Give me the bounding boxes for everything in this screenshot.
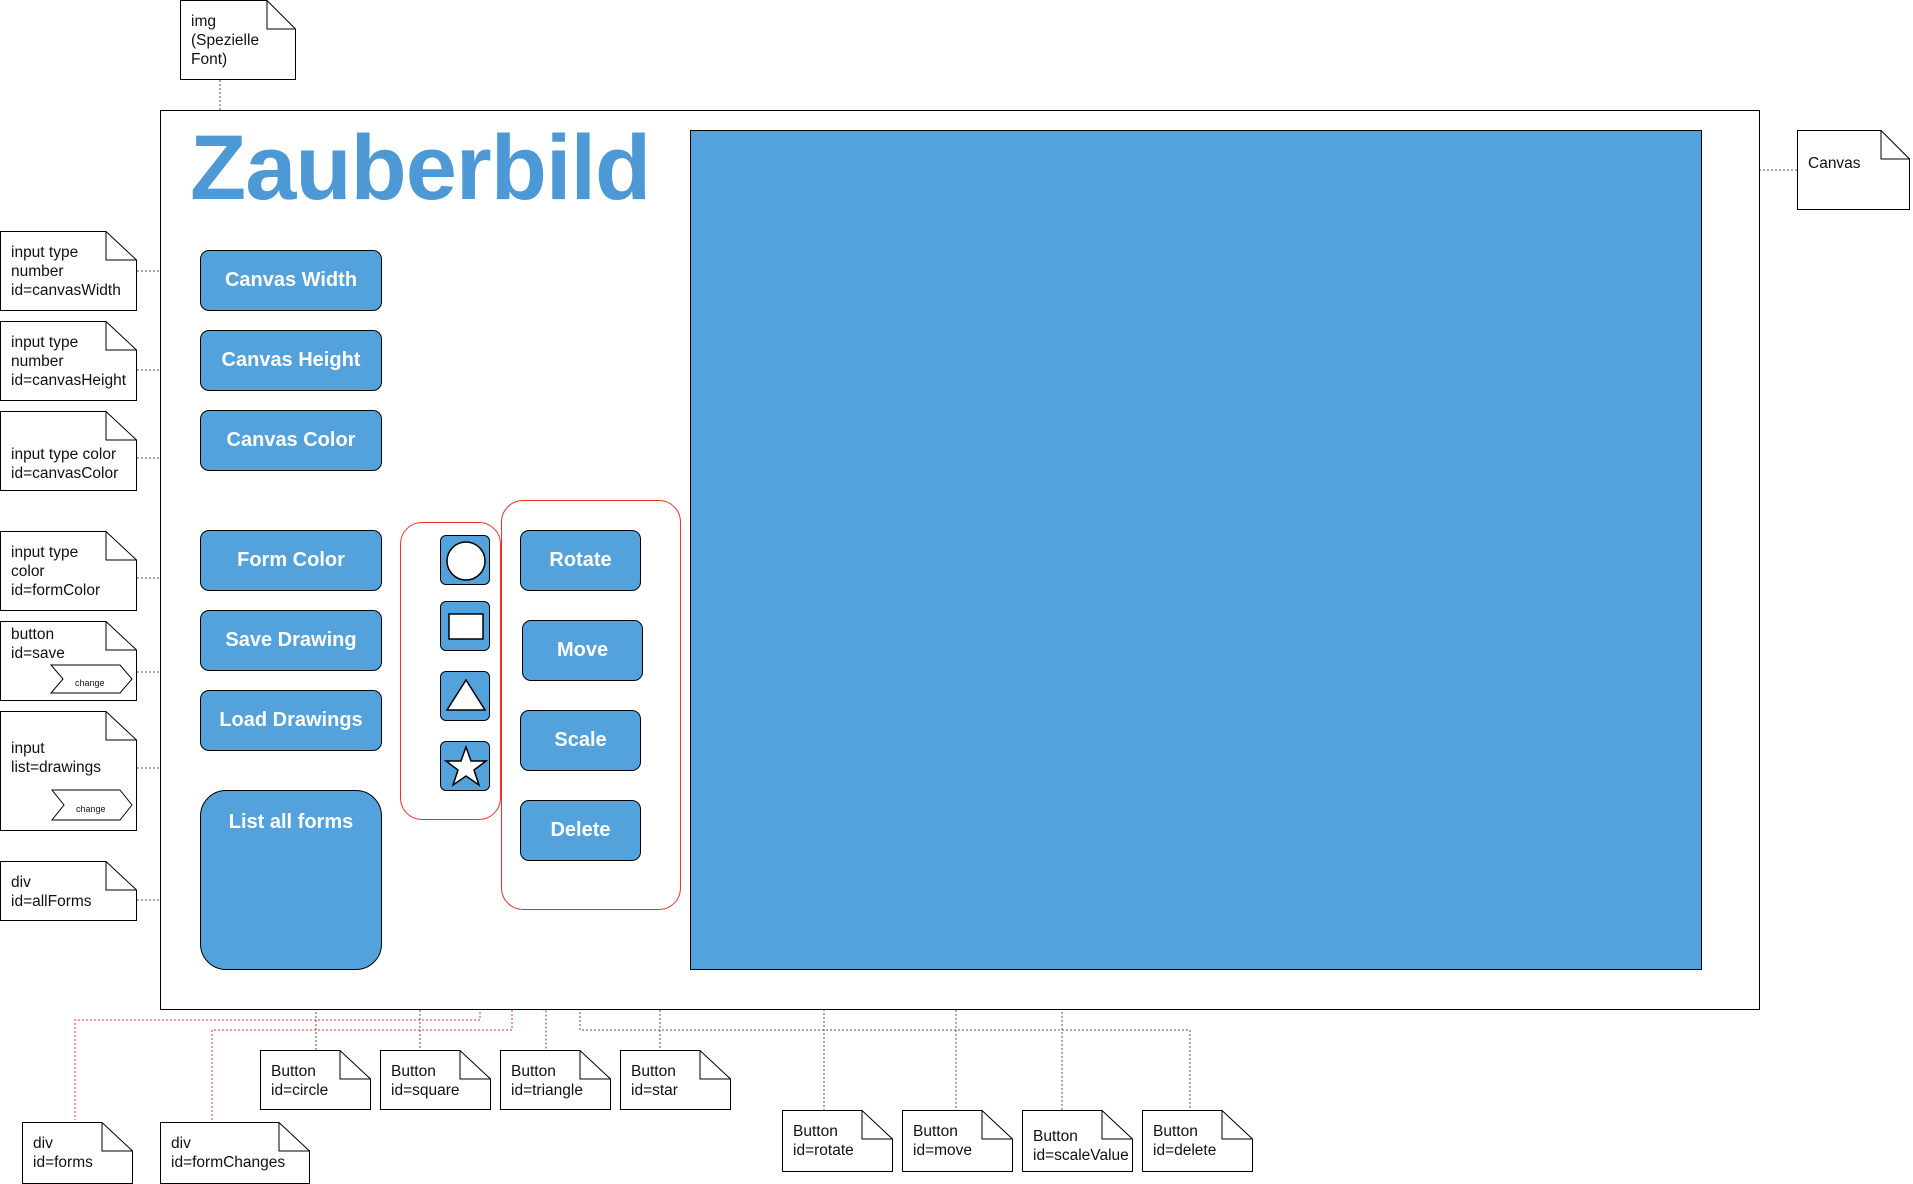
note-forms: div id=forms (22, 1122, 133, 1184)
note-drawings: input list=drawings change (0, 711, 137, 831)
note-all-forms: div id=allForms (0, 861, 137, 921)
note-canvas: Canvas (1797, 130, 1910, 210)
load-drawings-input[interactable]: Load Drawings (200, 690, 382, 751)
all-forms-list[interactable]: List all forms (200, 790, 382, 970)
move-button[interactable]: Move (522, 620, 643, 681)
star-button[interactable] (440, 741, 490, 791)
scale-button[interactable]: Scale (520, 710, 641, 771)
note-form-color: input type color id=formColor (0, 531, 137, 611)
note-canvas-width-text: input type number id=canvasWidth (11, 244, 121, 299)
star-icon (443, 744, 489, 787)
canvas-color-input[interactable]: Canvas Color (200, 410, 382, 471)
save-drawing-button[interactable]: Save Drawing (200, 610, 382, 671)
note-scale-value: Button id=scaleValue (1022, 1110, 1133, 1172)
triangle-button[interactable] (440, 671, 490, 721)
note-canvas-width: input type number id=canvasWidth (0, 231, 137, 311)
note-move: Button id=move (902, 1110, 1013, 1172)
note-form-changes-text: div id=formChanges (171, 1135, 286, 1171)
note-square-text: Button id=square (391, 1063, 460, 1099)
note-canvas-text: Canvas (1808, 155, 1861, 172)
note-circle: Button id=circle (260, 1050, 371, 1110)
square-button[interactable] (440, 601, 490, 651)
square-icon (448, 613, 484, 640)
note-rotate: Button id=rotate (782, 1110, 893, 1172)
canvas-width-input[interactable]: Canvas Width (200, 250, 382, 311)
note-move-text: Button id=move (913, 1123, 973, 1159)
note-canvas-height: input type number id=canvasHeight (0, 321, 137, 401)
note-img-text: img (Spezielle Font) (191, 13, 260, 68)
note-form-changes: div id=formChanges (160, 1122, 310, 1184)
note-triangle-text: Button id=triangle (511, 1063, 583, 1099)
circle-button[interactable] (440, 535, 490, 585)
canvas-height-input[interactable]: Canvas Height (200, 330, 382, 391)
form-color-input[interactable]: Form Color (200, 530, 382, 591)
note-star-text: Button id=star (631, 1063, 678, 1099)
note-triangle: Button id=triangle (500, 1050, 611, 1110)
note-delete-text: Button id=delete (1153, 1123, 1217, 1159)
note-drawings-text: input list=drawings (11, 740, 102, 776)
note-delete: Button id=delete (1142, 1110, 1253, 1172)
app-title: Zauberbild (190, 117, 651, 219)
form-changes-group (501, 500, 681, 910)
note-star: Button id=star (620, 1050, 731, 1110)
note-all-forms-text: div id=allForms (11, 874, 92, 910)
note-save-text: button id=save (11, 626, 65, 662)
save-event-tag: change (75, 678, 105, 688)
note-square: Button id=square (380, 1050, 491, 1110)
drawings-event-tag: change (76, 804, 106, 814)
triangle-icon (445, 678, 487, 711)
note-canvas-height-text: input type number id=canvasHeight (11, 334, 127, 389)
note-canvas-color: input type color id=canvasColor (0, 411, 137, 491)
note-canvas-color-text: input type color id=canvasColor (11, 446, 119, 482)
forms-group (400, 522, 501, 820)
note-form-color-text: input type color id=formColor (11, 544, 101, 599)
note-forms-text: div id=forms (33, 1135, 93, 1171)
note-save: button id=save change (0, 621, 137, 701)
drawing-canvas[interactable] (690, 130, 1702, 970)
rotate-button[interactable]: Rotate (520, 530, 641, 591)
note-rotate-text: Button id=rotate (793, 1123, 854, 1159)
note-img: img (Spezielle Font) (180, 0, 296, 80)
note-scale-value-text: Button id=scaleValue (1033, 1128, 1129, 1164)
note-circle-text: Button id=circle (271, 1063, 329, 1099)
circle-icon (446, 541, 486, 581)
delete-button[interactable]: Delete (520, 800, 641, 861)
